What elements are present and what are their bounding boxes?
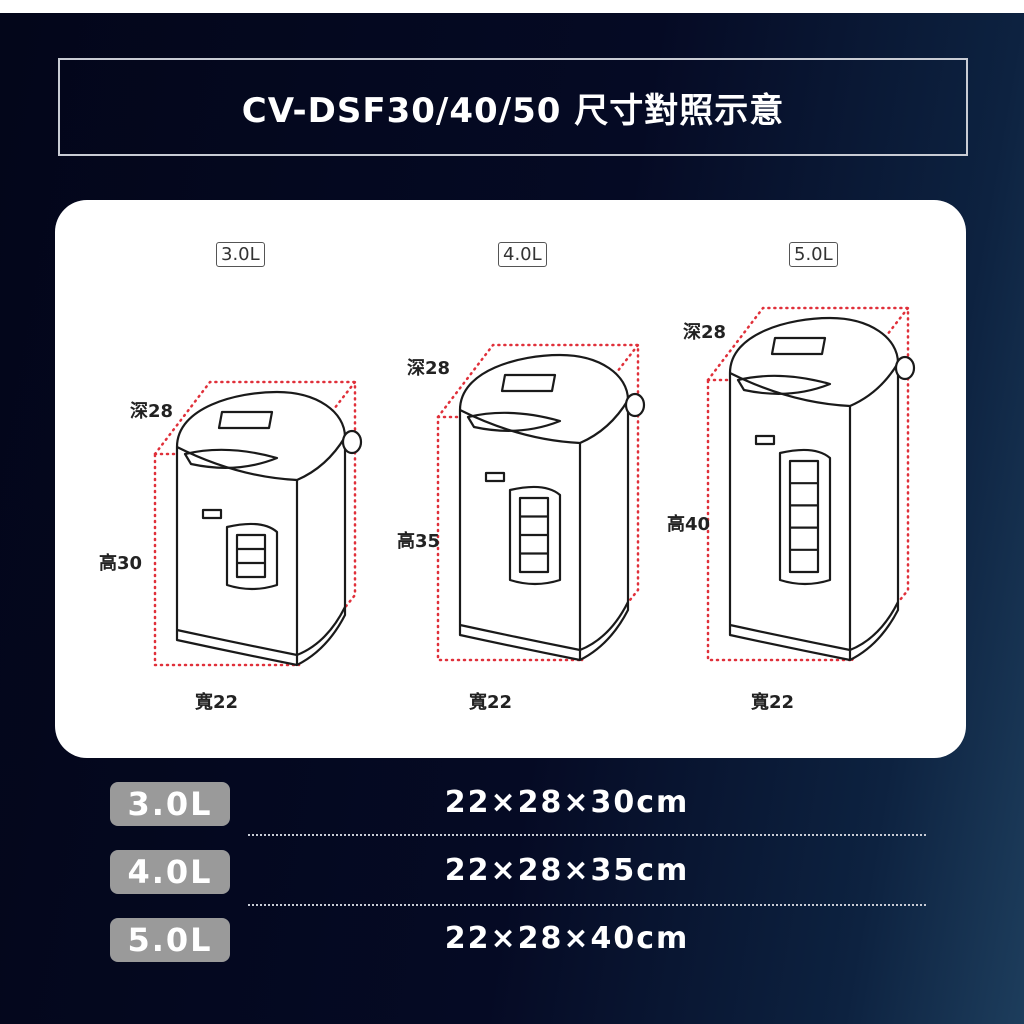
capacity-tag-5l: 5.0L [789,242,838,267]
front-window [778,448,832,586]
dims-5l: 22×28×40cm [444,921,690,956]
title-box: CV-DSF30/40/50 尺寸對照示意 [58,58,968,156]
lid-band [459,399,629,445]
pot-4.0L [436,343,646,662]
display-panel [217,410,274,430]
lid-lever [183,448,279,469]
base-line [176,606,346,657]
front-window [225,522,279,591]
lid-lever [736,374,832,395]
capacity-tag-4l: 4.0L [498,242,547,267]
pot-body [458,353,630,662]
display-panel [500,373,557,393]
dims-4l: 22×28×35cm [444,853,690,888]
front-window [508,485,562,586]
handle-knob [341,429,363,455]
divider [248,834,926,836]
width-label-3l: 寬22 [195,692,239,713]
page-title: CV-DSF30/40/50 尺寸對照示意 [241,90,785,131]
capacity-badge-4l: 4.0L [110,850,230,894]
capacity-badge-3l: 3.0L [110,782,230,826]
handle-knob [894,355,916,381]
height-label-4l: 高35 [397,531,441,552]
height-label-5l: 高40 [667,514,711,535]
lid-lever [466,411,562,432]
top-strip [0,0,1024,13]
base-line [729,601,899,652]
display-panel [770,336,827,356]
capacity-tag-3l: 3.0L [216,242,265,267]
depth-label-3l: 深28 [130,401,174,422]
dims-3l: 22×28×30cm [444,785,690,820]
width-label-5l: 寬22 [751,692,795,713]
button-panel [235,533,267,579]
lid-band [176,436,346,482]
lid-band [729,362,899,408]
button-panel [788,459,820,574]
pot-illustrations [153,306,916,667]
width-label-4l: 寬22 [469,692,513,713]
pot-3.0L [153,380,363,667]
divider [248,904,926,906]
dotted-box-back [153,380,357,667]
spout [754,434,776,446]
pot-5.0L [706,306,916,662]
spout [201,508,223,520]
height-label-3l: 高30 [99,553,143,574]
depth-label-5l: 深28 [683,322,727,343]
depth-label-4l: 深28 [407,358,451,379]
base-line [459,601,629,652]
spout [484,471,506,483]
diagram-panel: 3.0L 4.0L 5.0L 深28 高30 寬22 深28 高35 寬22 深… [55,200,966,758]
capacity-badge-5l: 5.0L [110,918,230,962]
handle-knob [624,392,646,418]
pot-body [728,316,900,662]
pot-body [175,390,347,667]
